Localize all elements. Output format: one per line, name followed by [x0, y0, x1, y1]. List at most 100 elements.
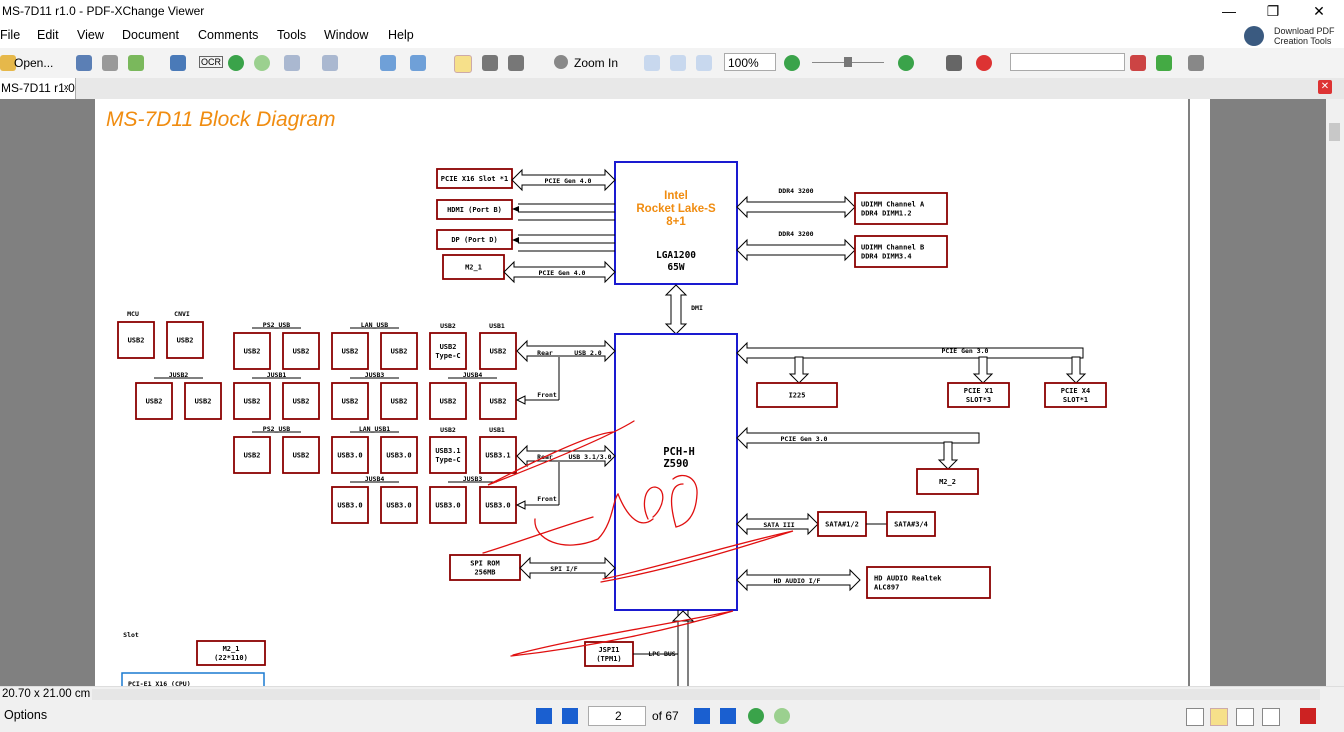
menu-comments[interactable]: Comments: [198, 28, 259, 42]
menu-help[interactable]: Help: [388, 28, 414, 42]
options-button[interactable]: Options: [4, 708, 48, 722]
open-folder-icon[interactable]: [0, 55, 16, 71]
cpu-line4: LGA1200: [656, 250, 696, 261]
usb-row3-2: [331, 436, 369, 474]
document-tab[interactable]: MS-7D11 r1.0 x: [0, 78, 76, 99]
forward-icon[interactable]: [254, 55, 270, 71]
usb-row1-4-label: Type-C: [435, 352, 460, 360]
hda-link-label: HD AUDIO I/F: [774, 577, 821, 585]
zoom-in-icon[interactable]: [554, 55, 568, 69]
properties-icon[interactable]: [170, 55, 186, 71]
sata12-box-label: SATA#1/2: [825, 521, 859, 529]
jusb3-label: JUSB3: [365, 371, 385, 379]
close-button[interactable]: ✕: [1313, 3, 1325, 19]
save-icon[interactable]: [76, 55, 92, 71]
zoom-plus-icon[interactable]: [898, 55, 914, 71]
page-number-input[interactable]: 2: [588, 706, 646, 726]
cpu-line3: 8+1: [666, 216, 686, 228]
continuous-facing-icon[interactable]: [1262, 708, 1280, 726]
diagram-title: MS-7D11 Block Diagram: [106, 108, 336, 131]
sata-link-label: SATA III: [763, 521, 794, 529]
first-page-icon[interactable]: [536, 708, 552, 724]
back-icon[interactable]: [228, 55, 244, 71]
zoom-slider[interactable]: [812, 57, 884, 67]
pcie-x4-box: [1044, 382, 1107, 408]
zoom-in-button[interactable]: Zoom In: [574, 56, 619, 70]
cnvi-usb2-box: [166, 321, 204, 359]
snapshot-icon[interactable]: [482, 55, 498, 71]
usb-row3-4-label: Type-C: [435, 456, 460, 464]
menu-edit[interactable]: Edit: [37, 28, 59, 42]
pch-line2: Z590: [663, 458, 688, 470]
nav-forward-icon[interactable]: [774, 708, 790, 724]
mcu-usb2-box: [117, 321, 155, 359]
menu-tools[interactable]: Tools: [277, 28, 307, 42]
pcie-x16-cpu-box: [121, 672, 265, 686]
rotate-right-icon[interactable]: [410, 55, 426, 71]
facing-page-icon[interactable]: [1236, 708, 1254, 726]
spi-arrow: [519, 556, 616, 580]
ddr-a-label: DDR4 3200: [778, 187, 813, 195]
select-text-icon[interactable]: [508, 55, 524, 71]
usb-row4-0: [331, 486, 369, 524]
usb-row4-2-label: USB3.0: [435, 502, 460, 510]
ocr-button[interactable]: OCR: [199, 56, 223, 68]
close-document-icon[interactable]: ✕: [1318, 80, 1332, 94]
spell-check-icon[interactable]: [976, 55, 992, 71]
prev-page-icon[interactable]: [562, 708, 578, 724]
pcie-gen4-arrow: [511, 168, 616, 192]
vertical-scroll-thumb[interactable]: [1329, 123, 1340, 141]
menu-document[interactable]: Document: [122, 28, 179, 42]
hand-tool-icon[interactable]: [454, 55, 472, 73]
continuous-page-icon[interactable]: [1210, 708, 1228, 726]
pdf-icon[interactable]: [1300, 708, 1316, 724]
ps2-usb-label: PS2_USB: [263, 321, 290, 329]
hda-codec-box-label: HD AUDIO Realtek: [874, 575, 942, 583]
dmi-arrow: [664, 284, 688, 335]
zoom-slider-thumb[interactable]: [844, 57, 852, 67]
redo-icon[interactable]: [322, 55, 338, 71]
vertical-scrollbar[interactable]: [1326, 99, 1344, 686]
front1-label: Front: [537, 391, 557, 399]
nav-back-icon[interactable]: [748, 708, 764, 724]
find-prev-icon[interactable]: [1130, 55, 1146, 71]
fit-width-icon[interactable]: [696, 55, 712, 71]
pcie-gen4-label: PCIE Gen 4.0: [545, 177, 592, 185]
window-title: MS-7D11 r1.0 - PDF-XChange Viewer: [2, 4, 205, 18]
usb-row2-2-label: USB2: [244, 398, 261, 406]
menu-window[interactable]: Window: [324, 28, 369, 42]
last-page-icon[interactable]: [720, 708, 736, 724]
single-page-icon[interactable]: [1186, 708, 1204, 726]
tab-close-icon[interactable]: x: [64, 82, 69, 92]
binoculars-icon[interactable]: [946, 55, 962, 71]
open-button[interactable]: Open...: [14, 56, 54, 70]
usb-row2-5-label: USB2: [391, 398, 408, 406]
print-icon[interactable]: [102, 55, 118, 71]
find-input[interactable]: [1010, 53, 1125, 71]
zoom-level-input[interactable]: 100%: [724, 53, 776, 71]
tools-options-icon[interactable]: [1188, 55, 1204, 71]
actual-size-icon[interactable]: [644, 55, 660, 71]
scanner-icon[interactable]: [128, 55, 144, 71]
usb-row2-0-label: USB2: [146, 398, 163, 406]
find-next-icon[interactable]: [1156, 55, 1172, 71]
slot-label: Slot: [123, 631, 139, 639]
menu-view[interactable]: View: [77, 28, 104, 42]
mcu-label: MCU: [127, 310, 139, 318]
dp-box-label: DP (Port D): [451, 236, 497, 244]
usb2-b-group-label: USB2: [440, 426, 456, 434]
restore-button[interactable]: ❐: [1266, 3, 1280, 19]
menu-file[interactable]: File: [0, 28, 21, 42]
undo-icon[interactable]: [284, 55, 300, 71]
next-page-icon[interactable]: [694, 708, 710, 724]
fit-page-icon[interactable]: [670, 55, 686, 71]
rotate-left-icon[interactable]: [380, 55, 396, 71]
title-bar: MS-7D11 r1.0 - PDF-XChange Viewer — ❐ ✕: [0, 0, 1344, 24]
zoom-out-icon[interactable]: [784, 55, 800, 71]
lan-usb-label: LAN_USB: [361, 321, 388, 329]
minimize-button[interactable]: —: [1222, 3, 1236, 19]
pcie-x1-box-label: PCIE X1: [964, 387, 994, 395]
horizontal-scrollbar[interactable]: [92, 689, 1320, 700]
